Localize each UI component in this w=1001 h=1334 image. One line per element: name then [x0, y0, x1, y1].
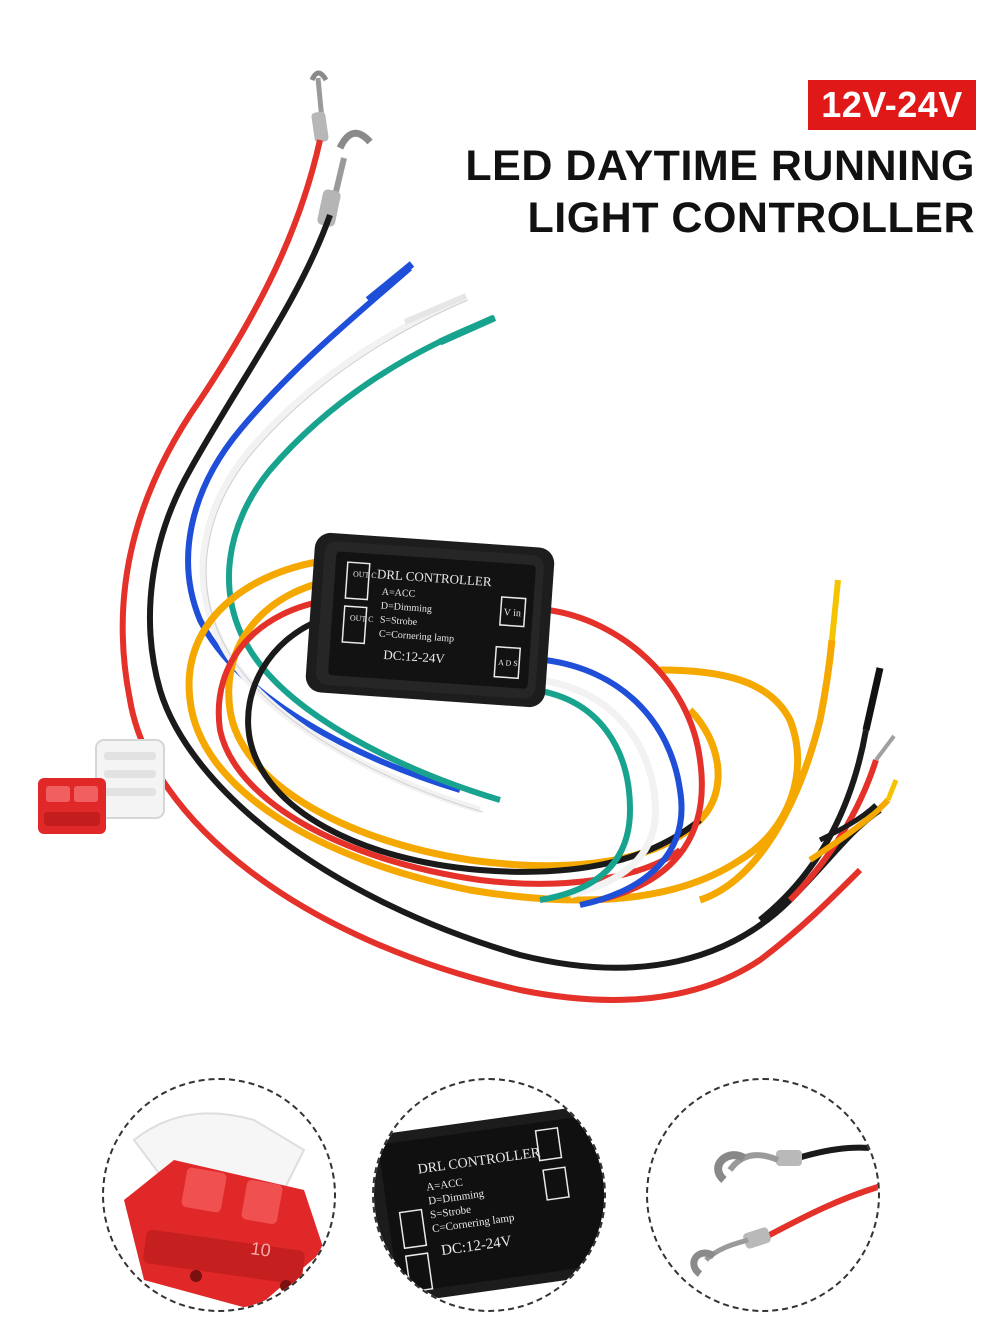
module-line-d: D=Dimming [380, 601, 432, 616]
detail-circle-terminals [646, 1078, 880, 1312]
spade-terminal-icon [714, 1151, 747, 1184]
wire-teal [225, 315, 501, 803]
product-title-line1: LED DAYTIME RUNNING [465, 142, 975, 190]
detail-circle-fuse: 10 [102, 1078, 336, 1312]
module-line-c: C=Cornering lamp [379, 628, 455, 644]
ring-terminal-black [317, 129, 373, 227]
port-out1: OUT C [353, 570, 377, 581]
port-out2: OUT C [350, 613, 374, 624]
wire-black-long [147, 214, 882, 971]
fuse-closeup-icon: 10 [124, 1160, 324, 1310]
closeup-line-a: A=ACC [426, 1177, 464, 1194]
closeup-red-wire [758, 1183, 878, 1243]
product-title-line2: LIGHT CONTROLLER [527, 194, 975, 242]
fuse-holder [95, 739, 165, 819]
product-title: LED DAYTIME RUNNING LIGHT CONTROLLER [465, 140, 975, 244]
fuse-rating: 10 [249, 1238, 272, 1261]
module-line-a: A=ACC [381, 587, 415, 600]
wiring-harness-illustration: OUT C OUT C V in A D S DRL CONTROLLER A=… [38, 70, 899, 1003]
module-line-s: S=Strobe [379, 615, 418, 629]
spade-terminal-small-icon [690, 1249, 716, 1277]
port-vin: V in [503, 607, 521, 619]
closeup-black-wire [797, 1144, 878, 1161]
wire-blue [185, 265, 461, 793]
closeup-line-s: S=Strobe [429, 1204, 471, 1222]
module-line-dc: DC:12-24V [383, 647, 446, 666]
voltage-badge: 12V-24V [808, 80, 976, 130]
port-ads: A D S [498, 658, 518, 668]
drl-controller-module: OUT C OUT C V in A D S DRL CONTROLLER A=… [305, 532, 555, 708]
detail-circle-controller: DRL CONTROLLER A=ACC D=Dimming S=Strobe … [372, 1078, 606, 1312]
blade-fuse [38, 778, 106, 834]
wire-red-long [119, 139, 863, 1003]
ring-terminal-red [309, 70, 329, 143]
